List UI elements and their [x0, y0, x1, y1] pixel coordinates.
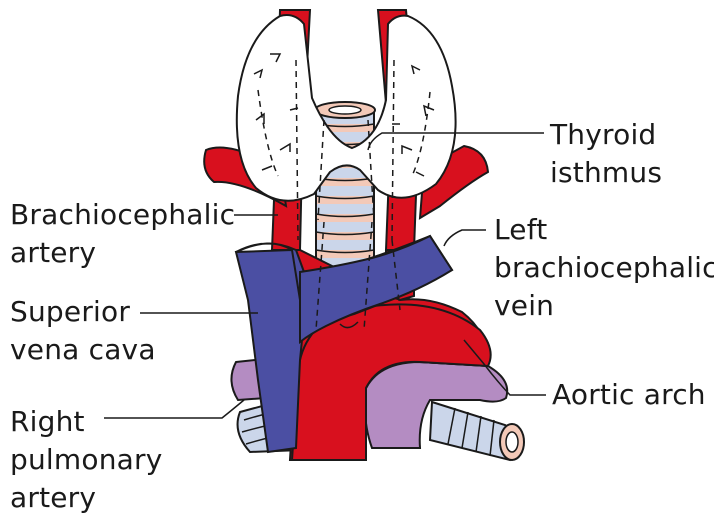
label-line: artery — [10, 481, 97, 514]
leader-left-brachio-vein — [443, 229, 486, 247]
trachea-ring-edge — [315, 195, 375, 200]
label-line: Right — [10, 405, 85, 438]
label-line: pulmonary — [10, 443, 163, 476]
label-line: isthmus — [550, 156, 663, 189]
trachea-ring — [317, 232, 373, 240]
label-brachiocephalic-artery: Brachiocephalic artery — [10, 196, 235, 272]
trachea-ring — [317, 250, 373, 258]
trachea-ring-edge — [315, 231, 375, 236]
label-line: artery — [10, 236, 97, 269]
trachea-ring — [317, 178, 373, 186]
trachea-ring-edge — [315, 213, 375, 218]
label-line: Superior — [10, 295, 131, 328]
label-line: brachiocephalic — [494, 251, 714, 284]
label-line: vein — [494, 289, 555, 322]
leader-thyroid — [367, 132, 544, 151]
trachea-ring — [317, 214, 373, 222]
label-line: Thyroid — [550, 118, 657, 151]
label-line: Aortic arch — [552, 378, 706, 411]
thyroid-gland — [235, 14, 457, 241]
label-right-pulmonary-artery: Right pulmonary artery — [10, 403, 163, 517]
label-line: Left — [494, 213, 548, 246]
trachea-ring — [317, 124, 373, 132]
label-superior-vena-cava: Superior vena cava — [10, 293, 156, 369]
label-thyroid-isthmus: Thyroid isthmus — [550, 116, 662, 192]
leader-aortic — [463, 339, 546, 396]
trachea-ring — [317, 196, 373, 204]
left-bronchus — [428, 400, 525, 462]
trachea-ring-edge — [315, 249, 375, 254]
label-left-brachiocephalic-vein: Left brachiocephalic vein — [494, 211, 714, 325]
leader-rpa — [104, 399, 245, 419]
label-line: Brachiocephalic — [10, 198, 236, 231]
label-aortic-arch: Aortic arch — [552, 376, 706, 414]
left-brachiocephalic-vein — [299, 234, 454, 345]
label-line: vena cava — [10, 333, 156, 366]
leader-lines — [104, 132, 546, 419]
